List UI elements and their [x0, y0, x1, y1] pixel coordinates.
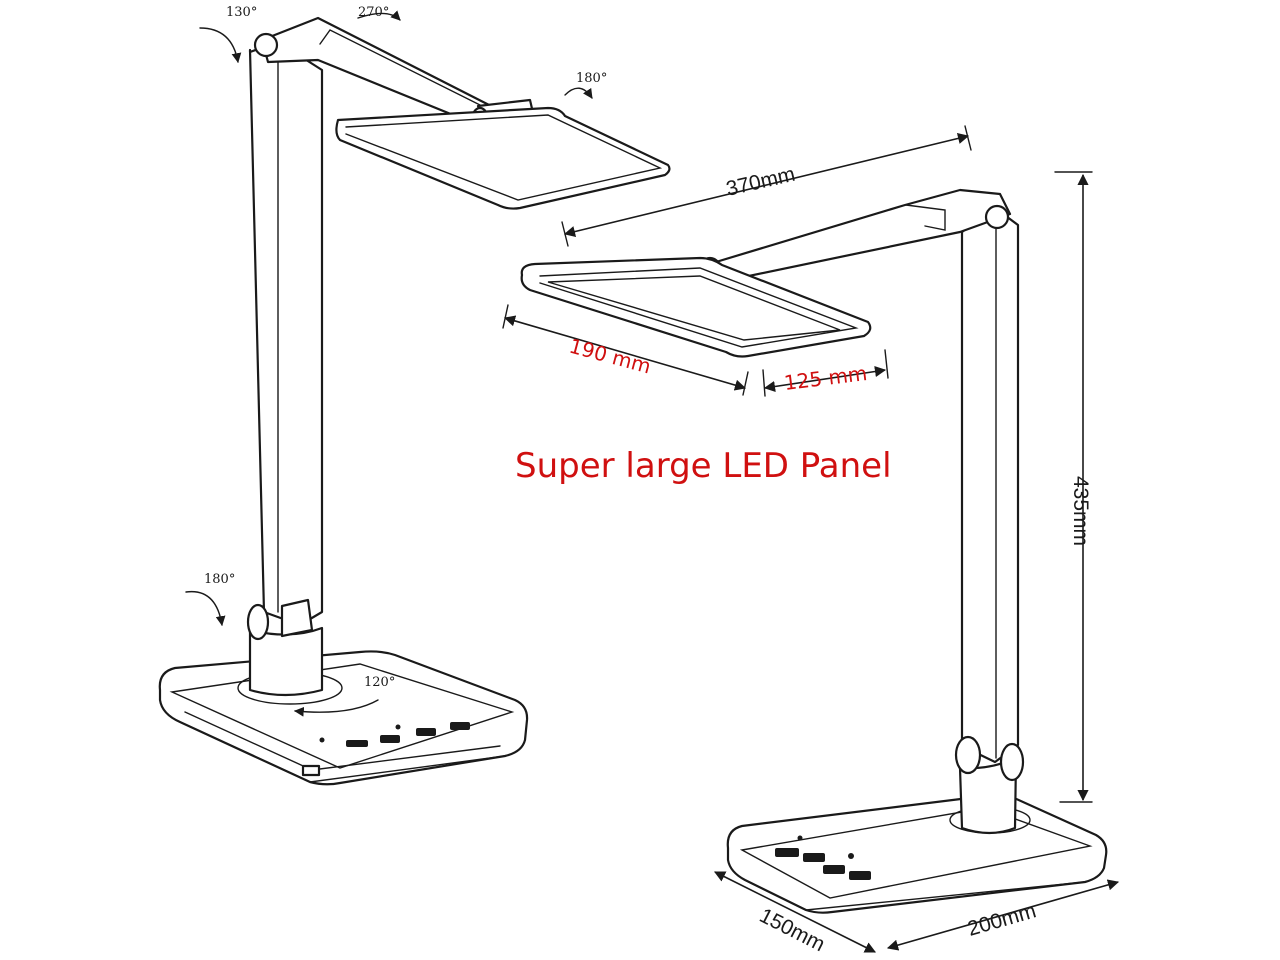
rotation-arrow-icon: [199, 27, 242, 63]
dimension-label-panel-length: 190 mm: [567, 334, 654, 379]
dimension-label-panel-width: 125 mm: [783, 361, 869, 395]
left-lamp: 130° 270° 180° 180° 120°: [158, 5, 671, 786]
dimension-label-height: 435mm: [1069, 476, 1092, 546]
angle-label-panel: 180°: [576, 71, 607, 86]
dimension-label-arm: 370mm: [724, 163, 797, 201]
dimension-line-base-width: [886, 879, 1120, 951]
angle-label-swivel: 120°: [364, 675, 395, 690]
dimension-line-base-depth: [713, 871, 877, 953]
rotation-arrow-icon: [294, 699, 379, 717]
rotation-arrow-icon: [564, 87, 593, 99]
dimension-line-arm: [563, 132, 970, 238]
rotation-arrow-icon: [357, 10, 401, 21]
dimension-line-panel-length: [503, 315, 747, 391]
angle-label-arm: 270°: [358, 5, 389, 20]
dimension-line-panel-width: [763, 365, 887, 393]
left-lamp-pole: [246, 40, 324, 697]
left-lamp-panel: [335, 106, 671, 210]
angle-label-base-pivot: 180°: [204, 572, 235, 587]
dimension-lines: [502, 125, 1120, 953]
dimension-label-base-width: 200mm: [965, 899, 1039, 940]
diagram-title: Super large LED Panel: [515, 446, 892, 486]
angle-label-head: 130°: [226, 5, 257, 20]
rotation-arrow-icon: [185, 590, 226, 626]
right-lamp: [520, 188, 1108, 914]
left-lamp-base: [158, 650, 529, 786]
right-lamp-base: [726, 794, 1108, 914]
right-lamp-pole: [954, 206, 1025, 835]
